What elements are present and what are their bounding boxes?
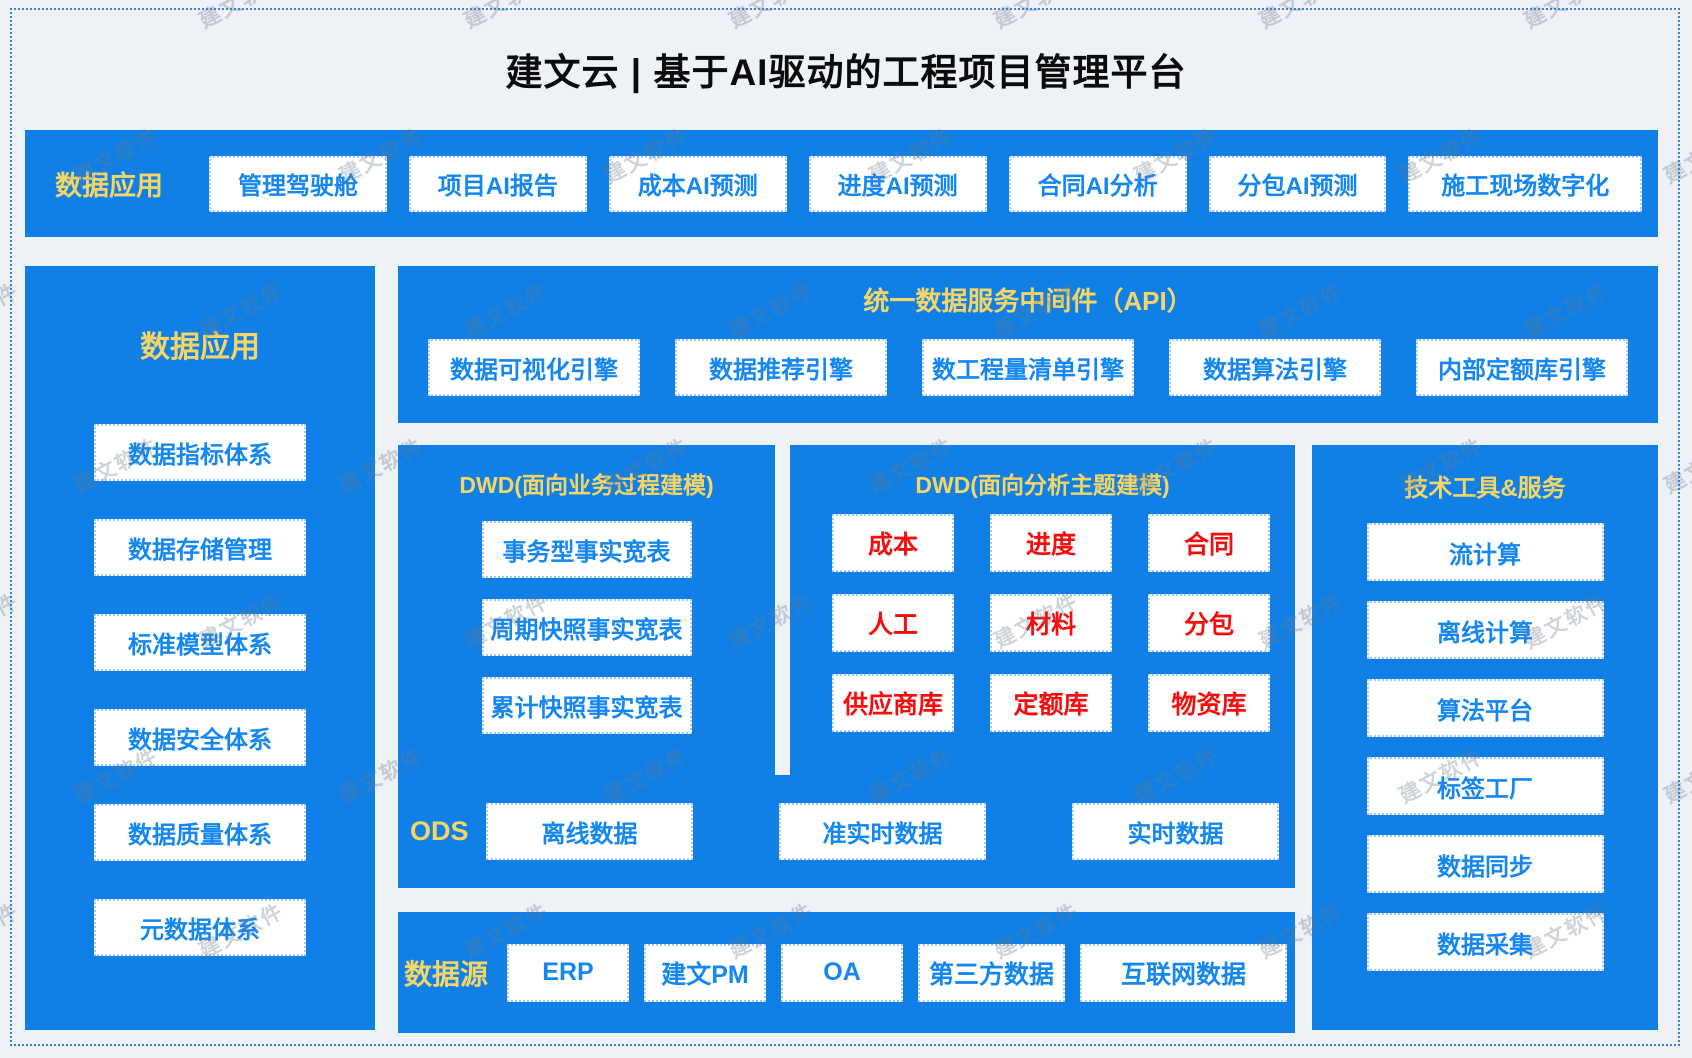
module-box-data-storage-management: 数据存储管理 [94,519,306,576]
module-box-data-indicator-system: 数据指标体系 [94,424,306,481]
module-box-erp: ERP [507,943,629,1002]
module-box-material: 材料 [990,594,1112,652]
watermark-text: 建文软件 [0,0,23,34]
module-box-data-collection: 数据采集 [1366,913,1604,971]
module-box-offline-computing: 离线计算 [1366,601,1604,659]
module-box-data-algorithm-engine: 数据算法引擎 [1169,339,1381,396]
module-box-contract: 合同 [1148,514,1270,572]
dwd-analysis-panel: DWD(面向分析主题建模) 成本 进度 合同 人工 材料 分包 供应商库 定额库… [790,445,1295,775]
module-box-third-party-data: 第三方数据 [918,943,1065,1002]
module-box-subcontract-ai-forecast: 分包AI预测 [1208,155,1387,212]
watermark-text: 建文软件 [1660,124,1692,189]
module-box-supplier-library: 供应商库 [832,674,954,732]
module-box-data-security-system: 数据安全体系 [94,709,306,766]
module-box-algorithm-platform: 算法平台 [1366,679,1604,737]
module-box-transaction-fact-table: 事务型事实宽表 [481,521,692,578]
module-box-management-cockpit: 管理驾驶舱 [209,155,387,212]
watermark-text: 建文软件 [1660,434,1692,499]
module-box-data-visualization-engine: 数据可视化引擎 [428,339,640,396]
left-column-title: 数据应用 [140,331,260,364]
tech-panel-title: 技术工具&服务 [1404,475,1566,502]
module-box-data-recommendation-engine: 数据推荐引擎 [675,339,887,396]
watermark-text: 建文软件 [0,899,23,964]
watermark-text: 建文软件 [195,0,288,34]
watermark-text: 建文软件 [1660,744,1692,809]
module-box-standard-model-system: 标准模型体系 [94,614,306,671]
module-box-internal-quota-engine: 内部定额库引擎 [1416,339,1628,396]
module-box-labor: 人工 [832,594,954,652]
watermark-text: 建文软件 [0,279,23,344]
module-box-subcontract: 分包 [1148,594,1270,652]
data-source-label: 数据源 [404,958,489,990]
watermark-text: 建文软件 [1255,0,1348,34]
watermark-text: 建文软件 [990,0,1083,34]
module-box-oa: OA [781,943,903,1002]
dwd-business-panel: DWD(面向业务过程建模) 事务型事实宽表 周期快照事实宽表 累计快照事实宽表 [398,445,775,775]
api-engine-row: 数据可视化引擎 数据推荐引擎 数工程量清单引擎 数据算法引擎 内部定额库引擎 [428,339,1628,396]
module-box-cost-ai-forecast: 成本AI预测 [608,155,787,212]
data-source-panel: 数据源 ERP 建文PM OA 第三方数据 互联网数据 [398,912,1295,1033]
dwd-analysis-title: DWD(面向分析主题建模) [915,472,1170,498]
module-box-quota-library: 定额库 [990,674,1112,732]
module-box-boq-engine: 数工程量清单引擎 [922,339,1134,396]
module-box-site-digitalization: 施工现场数字化 [1408,155,1642,212]
module-box-stream-computing: 流计算 [1366,523,1604,581]
module-box-offline-data: 离线数据 [486,803,693,860]
module-box-tag-factory: 标签工厂 [1366,757,1604,815]
module-box-data-sync: 数据同步 [1366,835,1604,893]
module-box-near-realtime-data: 准实时数据 [779,803,986,860]
module-box-jianwen-pm: 建文PM [644,943,766,1002]
module-box-periodic-snapshot-fact-table: 周期快照事实宽表 [481,599,692,656]
dwd-business-title: DWD(面向业务过程建模) [459,472,714,498]
module-box-data-quality-system: 数据质量体系 [94,804,306,861]
api-panel-title: 统一数据服务中间件（API） [863,286,1193,316]
module-box-cost: 成本 [832,514,954,572]
module-box-contract-ai-analysis: 合同AI分析 [1008,155,1187,212]
watermark-text: 建文软件 [0,589,23,654]
module-box-realtime-data: 实时数据 [1072,803,1279,860]
watermark-text: 建文软件 [460,0,553,34]
top-bar-label: 数据应用 [55,171,163,201]
module-box-material-library: 物资库 [1148,674,1270,732]
page-title: 建文云 | 基于AI驱动的工程项目管理平台 [505,52,1187,93]
api-middleware-panel: 统一数据服务中间件（API） 数据可视化引擎 数据推荐引擎 数工程量清单引擎 数… [398,266,1658,423]
ods-panel: ODS 离线数据 准实时数据 实时数据 [398,775,1295,888]
watermark-text: 建文软件 [725,0,818,34]
data-application-column: 数据应用 数据指标体系 数据存储管理 标准模型体系 数据安全体系 数据质量体系 … [25,266,375,1030]
data-application-bar: 数据应用 管理驾驶舱 项目AI报告 成本AI预测 进度AI预测 合同AI分析 分… [25,130,1658,237]
module-box-schedule-ai-forecast: 进度AI预测 [808,155,987,212]
module-box-metadata-system: 元数据体系 [94,899,306,956]
watermark-text: 建文软件 [1520,0,1613,34]
tech-tools-panel: 技术工具&服务 流计算 离线计算 算法平台 标签工厂 数据同步 数据采集 [1312,445,1658,1030]
module-box-internet-data: 互联网数据 [1080,943,1287,1002]
module-box-schedule: 进度 [990,514,1112,572]
dwd-analysis-grid: 成本 进度 合同 人工 材料 分包 供应商库 定额库 物资库 [832,514,1295,732]
ods-label: ODS [410,816,469,846]
module-box-accumulating-snapshot-fact-table: 累计快照事实宽表 [481,677,692,734]
module-box-project-ai-report: 项目AI报告 [408,155,587,212]
